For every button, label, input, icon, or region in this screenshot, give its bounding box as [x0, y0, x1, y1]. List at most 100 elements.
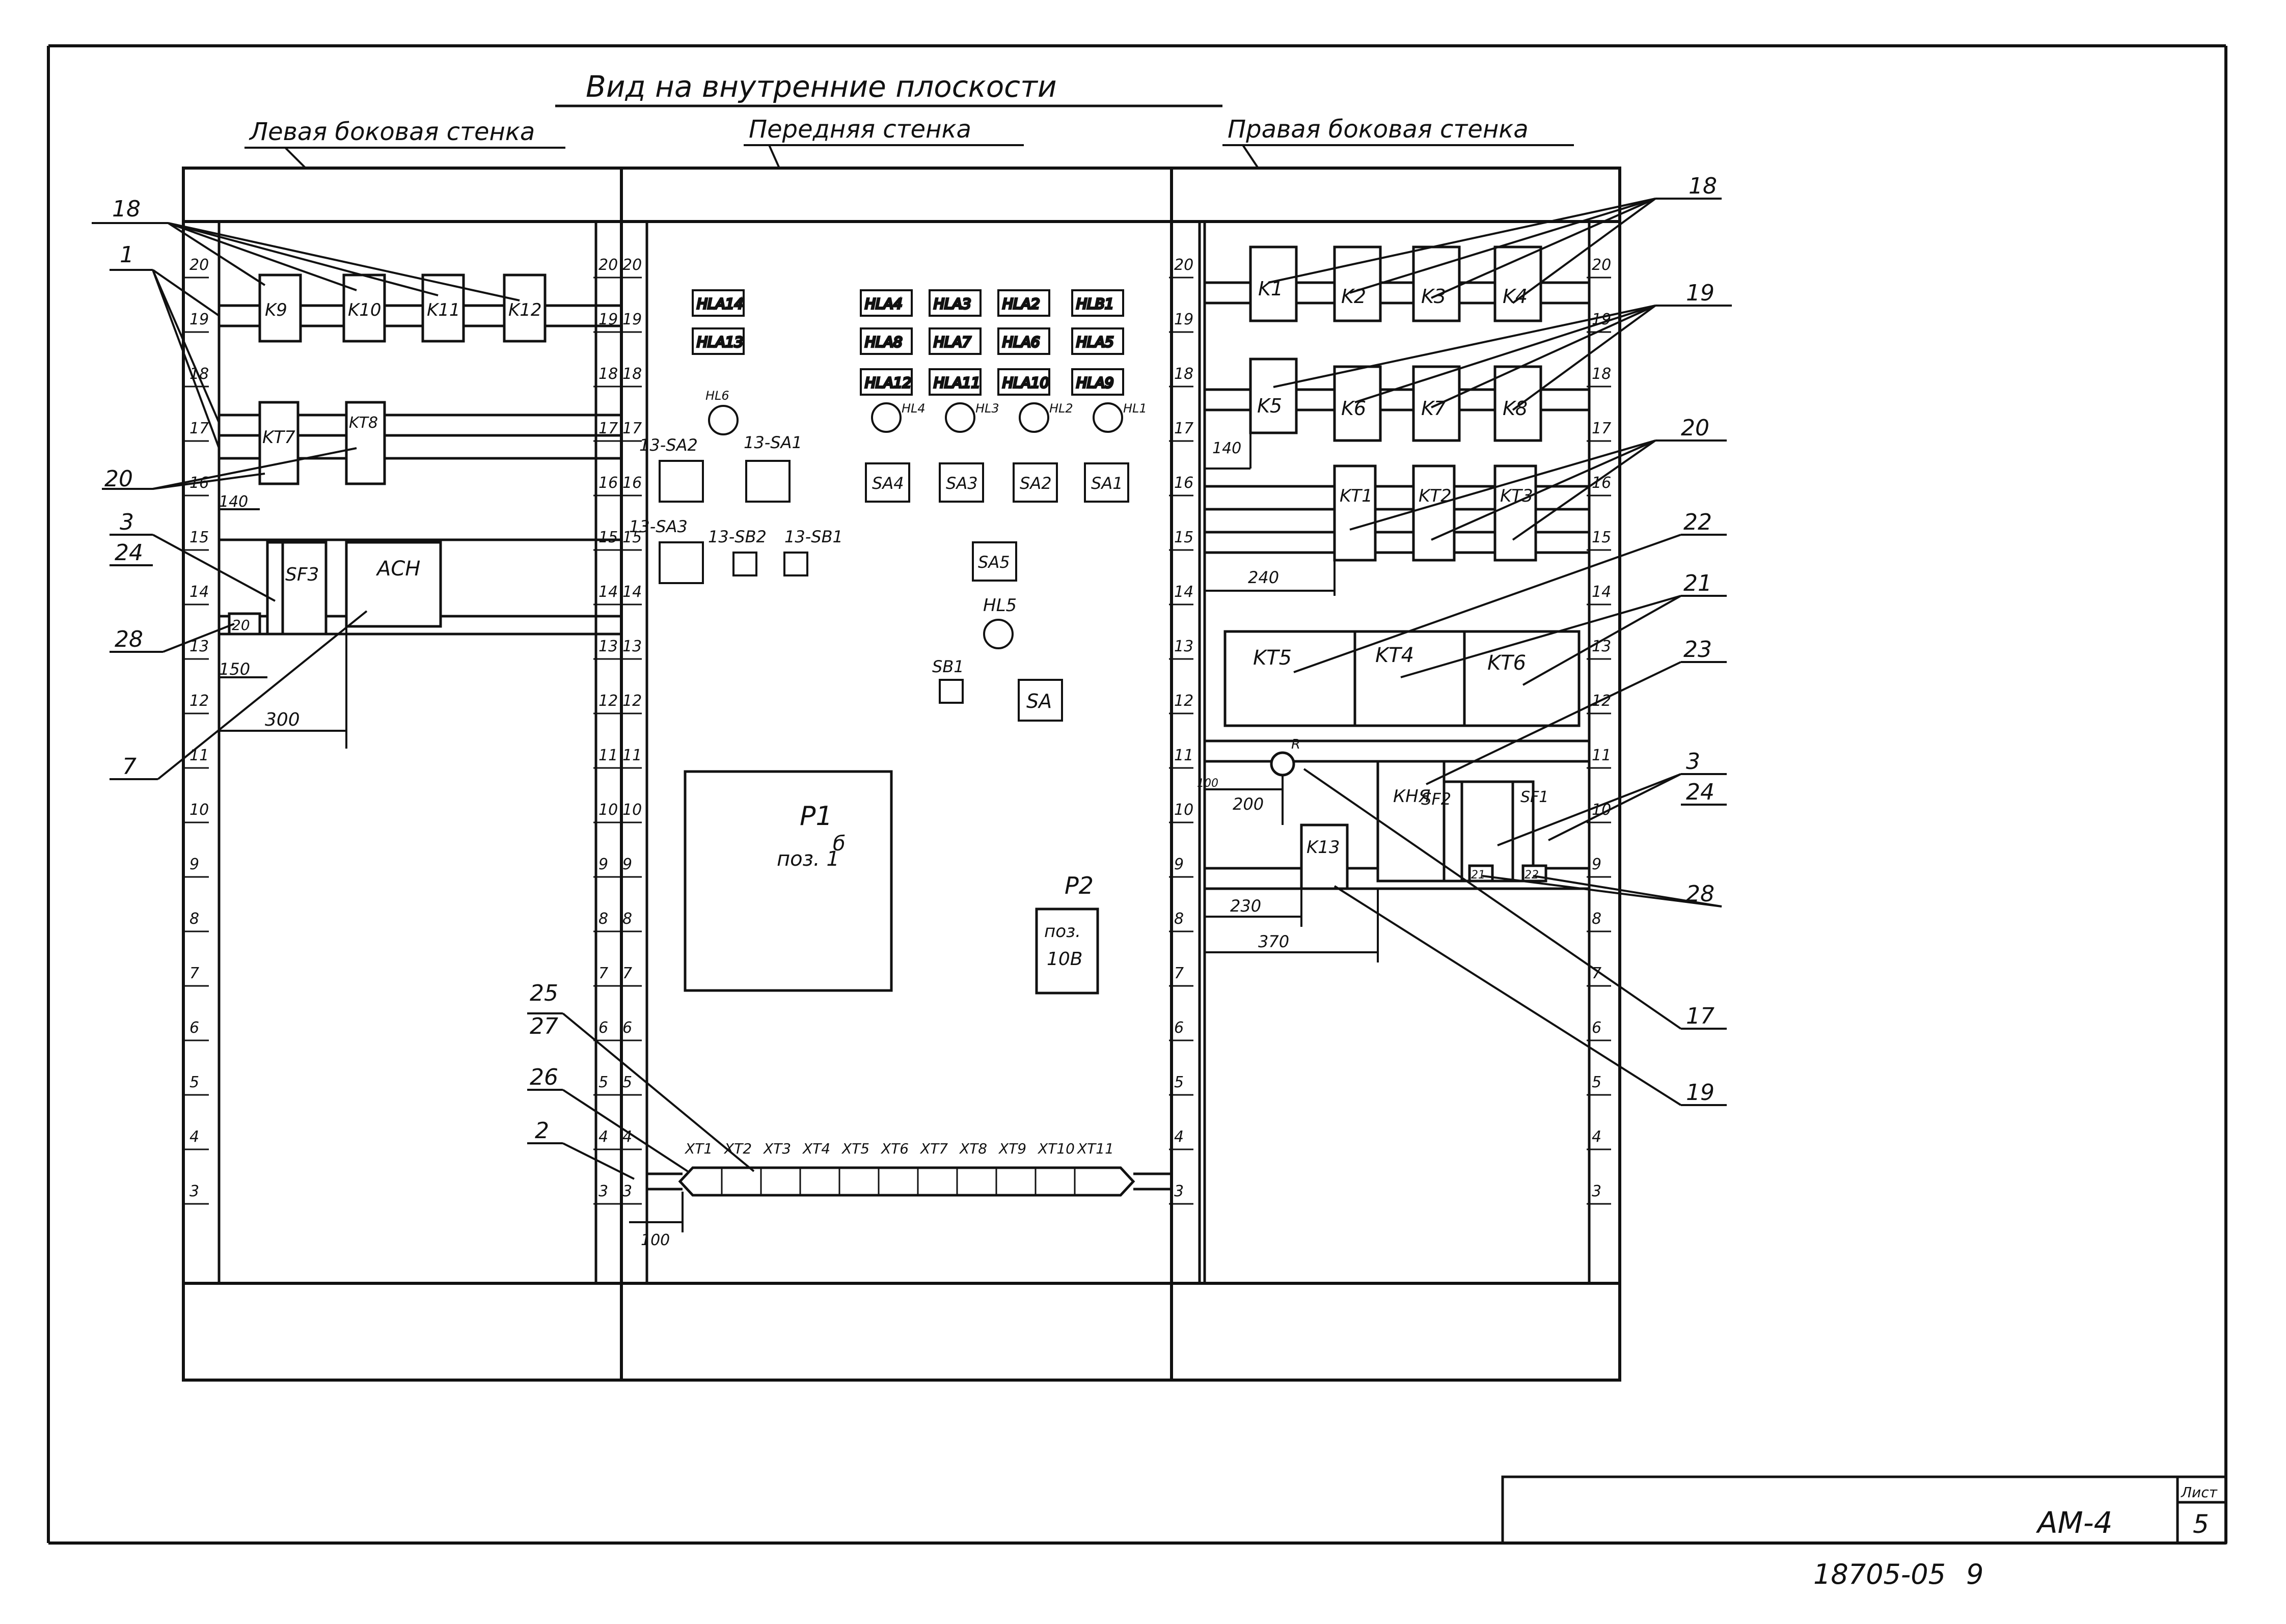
ruler-label: 20	[1592, 256, 1611, 274]
ruler-label: 16	[1174, 474, 1193, 492]
stamp-doc-code: АМ-4	[2035, 1505, 2113, 1540]
ruler-label: 8	[1174, 910, 1184, 928]
tick-100-right: 100	[1197, 777, 1218, 790]
ruler-label: 14	[1174, 583, 1193, 601]
lamp-hla4: HLA4	[865, 295, 903, 312]
dim-150: 150	[219, 659, 250, 679]
ruler-label: 8	[598, 910, 608, 928]
small-label-20: 20	[232, 617, 250, 634]
ruler-label: 7	[189, 965, 199, 982]
stamp-sheet-label: Лист	[2181, 1484, 2218, 1501]
terminal-xt4: XT4	[802, 1140, 830, 1157]
callout-19-bottom: 19	[1686, 1080, 1715, 1106]
section-front-title: Передняя стенка	[749, 115, 971, 144]
dim-200: 200	[1233, 794, 1264, 814]
callout-19-right: 19	[1686, 280, 1715, 306]
callout-3-right: 3	[1686, 749, 1700, 775]
lamp-hla5: HLA5	[1076, 334, 1114, 350]
ruler-label: 3	[189, 1182, 199, 1200]
callout-23: 23	[1683, 637, 1712, 663]
lamp-box	[692, 289, 745, 317]
ruler-label: 5	[1592, 1074, 1601, 1091]
ruler-label: 5	[189, 1074, 199, 1091]
lamp-box	[1071, 327, 1124, 355]
callout-21: 21	[1683, 570, 1712, 596]
ruler-label: 12	[189, 692, 209, 710]
terminal-xt9: XT9	[998, 1140, 1026, 1157]
ruler-label: 13	[1174, 638, 1193, 655]
ruler-label: 20	[1174, 256, 1193, 274]
relay-k4: K4	[1503, 285, 1528, 308]
unit-ach: АСН	[375, 557, 420, 581]
ruler-label: 4	[1174, 1128, 1184, 1146]
indicator-hl1: HL1	[1123, 401, 1147, 416]
ruler-label: 13	[598, 638, 618, 655]
dim-140-right: 140	[1212, 439, 1241, 457]
lamp-hla3: HLA3	[934, 295, 971, 312]
ruler-label: 15	[1174, 529, 1193, 546]
lamp-hla12: HLA12	[865, 374, 911, 391]
ruler-label: 11	[622, 747, 642, 764]
ruler-label: 20	[189, 256, 209, 274]
ruler-label: 17	[1174, 420, 1193, 437]
switch-13-sb2: 13-SB2	[708, 527, 767, 546]
lamp-box	[860, 327, 913, 355]
meter-p1-name: P1	[800, 801, 832, 832]
lamp-box	[997, 368, 1050, 396]
ruler-label: 9	[189, 856, 199, 873]
timer-kt5: KT5	[1253, 646, 1292, 670]
ruler-label: 6	[598, 1019, 608, 1037]
lamp-box	[692, 327, 745, 355]
right-wall: K1 K2 K3 K4 K5 K6 K7 K8 KT1 KT2 KT3 KT5 …	[1197, 173, 1732, 1106]
lamp-hla6: HLA6	[1002, 334, 1040, 350]
callout-1-left: 1	[120, 242, 134, 268]
unit-khr: КНЯ	[1393, 786, 1430, 807]
ruler-label: 5	[1174, 1074, 1184, 1091]
indicator-hl3: HL3	[975, 401, 999, 416]
relay-k9: K9	[265, 300, 287, 320]
terminal-xt1: XT1	[684, 1140, 713, 1157]
lamp-box	[860, 289, 913, 317]
ruler-label: 19	[1174, 311, 1193, 328]
small-label-22: 22	[1525, 869, 1539, 882]
ruler-label: 6	[189, 1019, 199, 1037]
lamp-box	[929, 327, 982, 355]
ruler-label: 11	[1174, 747, 1193, 764]
ruler-label: 17	[622, 420, 642, 437]
ruler-label: 5	[622, 1074, 632, 1091]
ruler-label: 7	[1174, 965, 1184, 982]
resistor-r: R	[1291, 737, 1300, 752]
dim-240: 240	[1248, 568, 1279, 587]
ruler-label: 6	[622, 1019, 632, 1037]
terminal-xt3: XT3	[763, 1140, 791, 1157]
switch-13-sa2: 13-SA2	[639, 435, 698, 455]
ruler-label: 15	[1592, 529, 1611, 546]
lamp-box	[929, 368, 982, 396]
callout-18-right: 18	[1689, 173, 1717, 199]
section-right-title: Правая боковая стенка	[1228, 115, 1529, 144]
lamp-box	[929, 289, 982, 317]
ruler-label: 15	[189, 529, 209, 546]
ruler-label: 7	[622, 965, 632, 982]
ruler-label: 13	[622, 638, 642, 655]
ruler-label: 10	[598, 801, 618, 819]
lamp-hla8: HLA8	[865, 334, 903, 350]
ruler-label: 18	[598, 365, 618, 383]
lamp-hlb1: HLB1	[1076, 295, 1114, 312]
dim-370: 370	[1258, 932, 1289, 951]
indicator-hl5: HL5	[983, 595, 1017, 616]
indicator-hl4: HL4	[902, 401, 926, 416]
terminal-xt2: XT2	[723, 1140, 752, 1157]
dim-230: 230	[1230, 896, 1261, 916]
dim-140: 140	[219, 493, 248, 511]
lamp-box	[1071, 289, 1124, 317]
terminal-xt8: XT8	[959, 1140, 987, 1157]
ruler-label: 3	[598, 1182, 608, 1200]
callout-24-right: 24	[1686, 779, 1715, 805]
ruler-label: 6	[1174, 1019, 1184, 1037]
ruler-label: 14	[622, 583, 642, 601]
ruler-label: 16	[622, 474, 642, 492]
callout-20-left: 20	[104, 466, 133, 492]
